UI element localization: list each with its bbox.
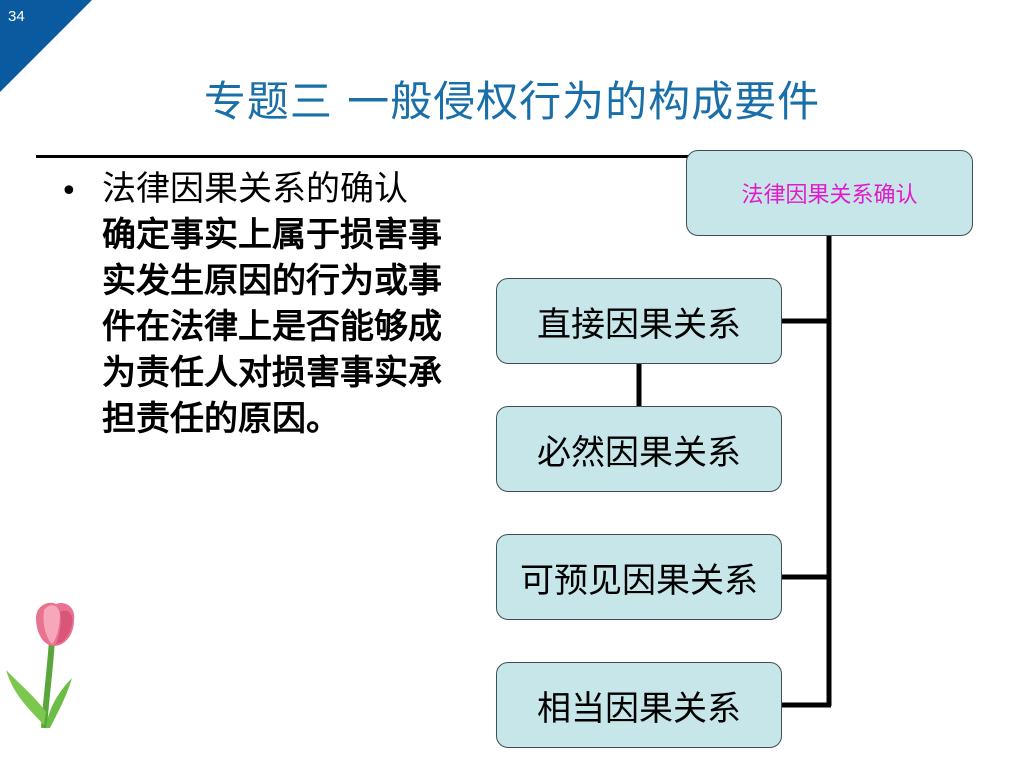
item-box-necessary: 必然因果关系 [496,406,782,492]
slide-title: 专题三 一般侵权行为的构成要件 [203,77,821,126]
item-box-direct: 直接因果关系 [496,278,782,364]
corner-triangle [0,0,92,92]
tulip-icon [6,602,75,729]
bullet-block: • 法律因果关系的确认 确定事实上属于损害事实发生原因的行为或事件在法律上是否能… [56,166,466,442]
title-rule [36,155,692,158]
bullet-body: 确定事实上属于损害事实发生原因的行为或事件在法律上是否能够成为责任人对损害事实承… [102,215,442,439]
root-box: 法律因果关系确认 [686,150,973,236]
item-box-foreseeable: 可预见因果关系 [496,534,782,620]
item-box-adequate: 相当因果关系 [496,662,782,748]
bullet-dot: • [60,174,78,209]
bullet-heading: 法律因果关系的确认 [102,169,408,209]
slide-number: 34 [8,8,25,25]
